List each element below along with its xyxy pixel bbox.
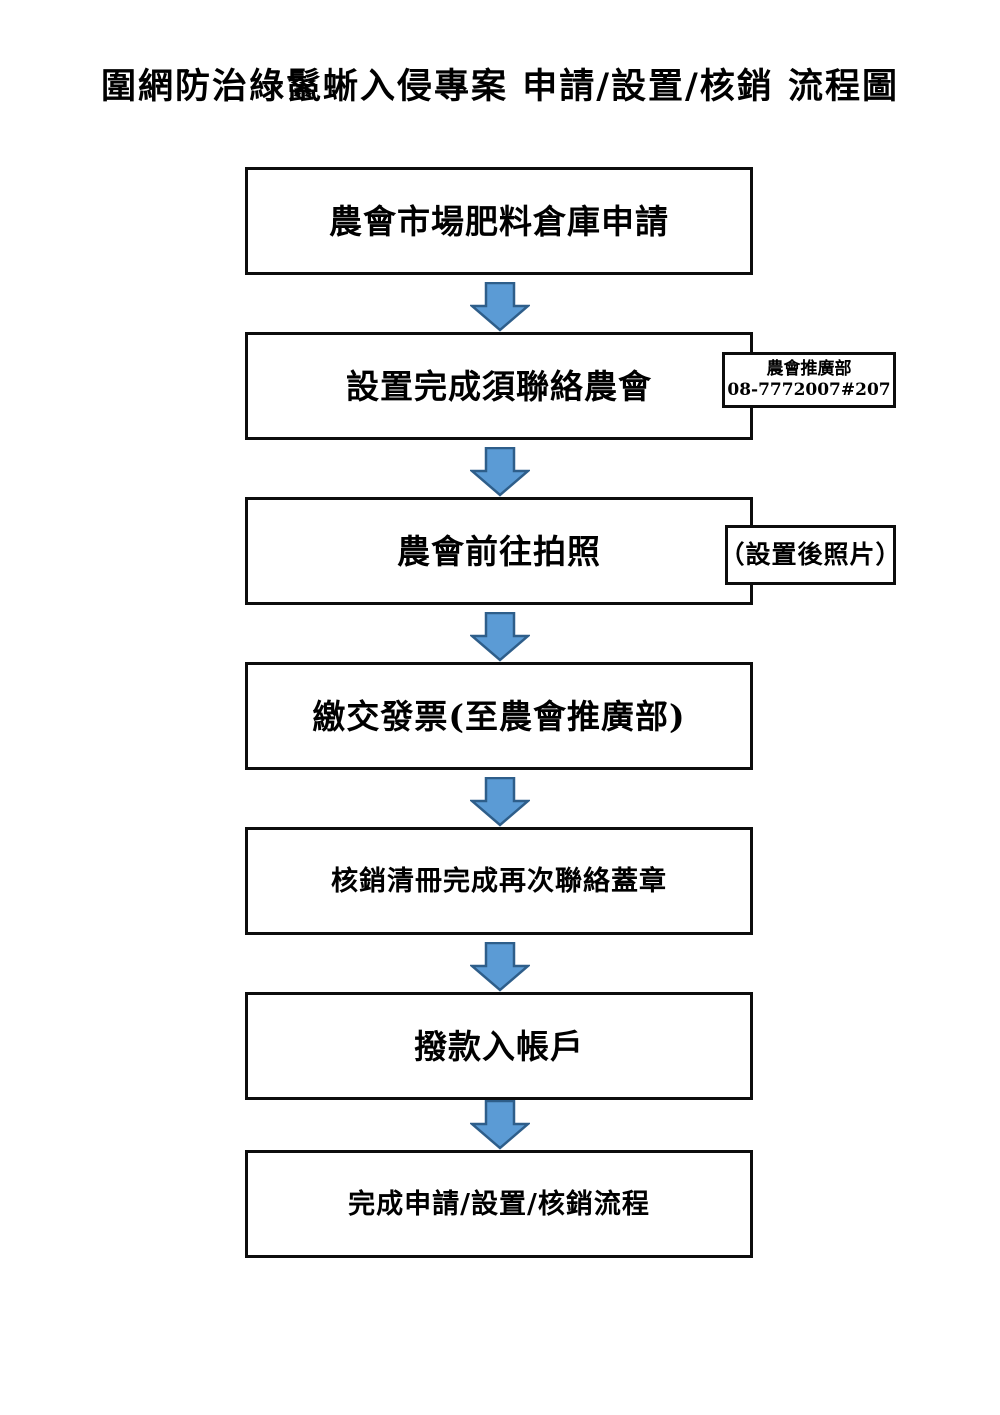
flow-step-7-label: 完成申請/設置/核銷流程 — [348, 1188, 650, 1220]
side-note-contact-line1: 農會推廣部 — [766, 358, 852, 379]
flow-arrow-6 — [470, 1100, 530, 1150]
side-note-photo-line1: （設置後照片） — [719, 540, 902, 570]
side-note-contact-phone: 08-7772007#207 — [727, 380, 891, 400]
arrow-down-icon — [470, 447, 530, 497]
flow-arrow-5 — [470, 942, 530, 992]
flow-step-4-label: 繳交發票(至農會推廣部) — [312, 696, 686, 736]
arrow-down-icon — [470, 1100, 530, 1150]
flow-step-6: 撥款入帳戶 — [245, 992, 753, 1100]
flow-step-4: 繳交發票(至農會推廣部) — [245, 662, 753, 770]
side-note-photo: （設置後照片） — [720, 525, 901, 585]
flow-step-5-label: 核銷清冊完成再次聯絡蓋章 — [331, 865, 667, 897]
arrow-down-icon — [470, 942, 530, 992]
side-note-contact: 農會推廣部 08-7772007#207 — [722, 352, 896, 408]
flow-step-7: 完成申請/設置/核銷流程 — [245, 1150, 753, 1258]
flow-step-1-label: 農會市場肥料倉庫申請 — [329, 201, 669, 241]
flow-step-5: 核銷清冊完成再次聯絡蓋章 — [245, 827, 753, 935]
flow-arrow-2 — [470, 447, 530, 497]
flow-step-3-label: 農會前往拍照 — [397, 531, 601, 571]
flow-arrow-1 — [470, 282, 530, 332]
flow-step-2-label: 設置完成須聯絡農會 — [346, 366, 652, 406]
flow-arrow-3 — [470, 612, 530, 662]
arrow-down-icon — [470, 282, 530, 332]
arrow-down-icon — [470, 612, 530, 662]
arrow-down-icon — [470, 777, 530, 827]
flow-step-2: 設置完成須聯絡農會 — [245, 332, 753, 440]
flow-step-1: 農會市場肥料倉庫申請 — [245, 167, 753, 275]
flow-step-6-label: 撥款入帳戶 — [414, 1026, 584, 1066]
flow-step-3: 農會前往拍照 — [245, 497, 753, 605]
page-title: 圍網防治綠鬣蜥入侵專案 申請/設置/核銷 流程圖 — [101, 66, 899, 107]
flow-arrow-4 — [470, 777, 530, 827]
